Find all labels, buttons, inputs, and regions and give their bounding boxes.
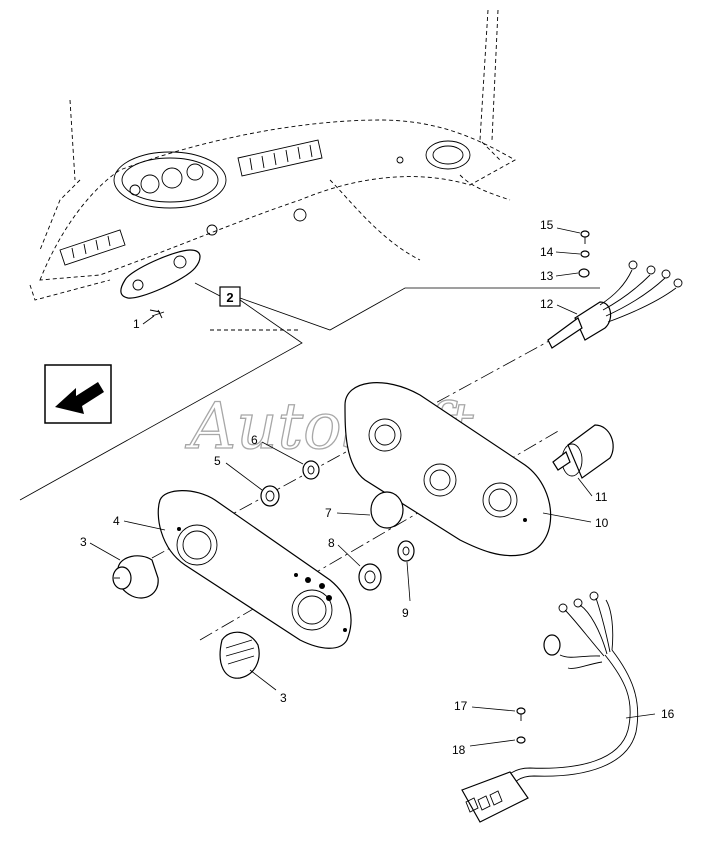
callout-14: 14 — [540, 245, 554, 259]
callout-13: 13 — [540, 269, 554, 283]
instrument-cluster — [113, 151, 227, 209]
panel-in-dashboard — [120, 249, 201, 299]
callout-12: 12 — [540, 297, 554, 311]
callout-8: 8 — [328, 536, 335, 550]
switch-bank-right — [237, 139, 323, 177]
part-5-nut — [260, 485, 280, 507]
callout-1: 1 — [133, 317, 140, 331]
switch-bank-left — [59, 229, 126, 266]
part-17-screw — [516, 707, 526, 721]
callout-16: 16 — [661, 707, 675, 721]
part-16-harness — [461, 591, 639, 823]
part-10-back-plate — [344, 382, 552, 557]
callout-3-lower: 3 — [280, 691, 287, 705]
part-1-screw: 1 — [133, 309, 165, 331]
part-13-nut — [578, 268, 590, 278]
callout-6: 6 — [251, 433, 258, 447]
round-gauge — [425, 140, 471, 170]
part-6-washer — [302, 460, 320, 480]
callout-7: 7 — [325, 506, 332, 520]
callout-4: 4 — [113, 514, 120, 528]
group-callout-2: 2 — [19, 282, 600, 501]
dashboard-outline — [29, 9, 516, 331]
callout-15: 15 — [540, 218, 554, 232]
part-4-front-plate — [157, 490, 352, 649]
part-11-switch — [552, 424, 614, 479]
part-12-sensor — [547, 260, 683, 349]
part-14-washer — [580, 250, 590, 258]
part-3-knob-lower — [219, 631, 260, 679]
callout-5: 5 — [214, 454, 221, 468]
part-18-nut — [516, 736, 526, 744]
part-15-bolt — [580, 230, 590, 244]
callout-11: 11 — [595, 490, 608, 504]
part-8-nut — [358, 563, 382, 591]
front-direction-arrow-icon — [44, 364, 112, 424]
callout-3-upper: 3 — [80, 535, 87, 549]
callout-10: 10 — [595, 516, 609, 530]
callout-18: 18 — [452, 743, 466, 757]
callout-17: 17 — [454, 699, 468, 713]
part-9-washer — [397, 540, 415, 562]
callout-2: 2 — [226, 290, 233, 305]
callouts: 3 3 4 5 6 7 8 9 10 11 12 13 14 15 16 17 — [80, 218, 675, 757]
callout-9: 9 — [402, 606, 409, 620]
part-3-knob-upper — [112, 555, 159, 599]
part-7-cap — [370, 491, 404, 529]
